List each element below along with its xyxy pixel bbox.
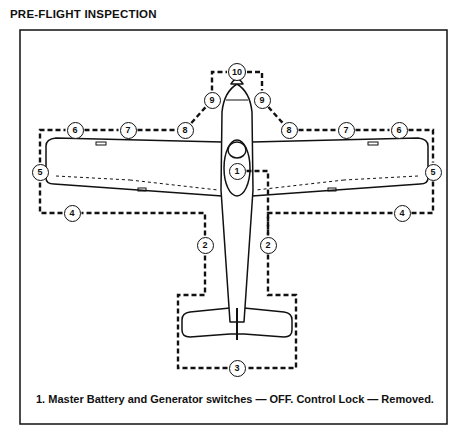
- callout-circle: 9: [254, 92, 271, 109]
- left-flap-line: [130, 180, 218, 190]
- callout-circle: 2: [197, 237, 214, 254]
- inspection-path: [212, 72, 227, 91]
- inspection-path: [409, 130, 434, 163]
- callout-circle: 10: [228, 63, 246, 81]
- left-flap-fitting: [138, 188, 146, 191]
- callout-circle: 8: [281, 122, 298, 139]
- inspection-path: [247, 72, 262, 91]
- callout-number: 2: [202, 241, 207, 250]
- callout-number: 7: [125, 126, 130, 135]
- callout-circle: 6: [67, 122, 84, 139]
- right-wing: [252, 138, 428, 196]
- left-wing: [46, 138, 222, 196]
- callout-number: 4: [69, 209, 74, 218]
- callout-circle: 9: [204, 92, 221, 109]
- frame-border: [20, 30, 447, 424]
- inspection-path: [85, 129, 119, 131]
- windshield: [228, 142, 246, 158]
- callout-number: 5: [430, 168, 435, 177]
- inspection-path: [268, 107, 282, 123]
- right-aileron-line: [344, 176, 418, 180]
- inspection-path: [82, 213, 206, 236]
- callout-number: 7: [343, 126, 348, 135]
- callout-number: 8: [182, 126, 187, 135]
- left-aileron-line: [56, 176, 130, 180]
- callout-number: 6: [396, 126, 401, 135]
- inspection-path: [191, 107, 205, 123]
- inspection-path: [247, 255, 297, 369]
- left-wing-fitting: [96, 142, 106, 145]
- right-wing-fitting: [368, 142, 378, 145]
- inspection-path: [268, 213, 393, 236]
- right-flap-fitting: [328, 188, 336, 191]
- canopy: [224, 140, 250, 196]
- callout-number: 4: [399, 209, 404, 218]
- fuselage: [221, 84, 253, 322]
- callout-circle: 7: [338, 122, 355, 139]
- callout-number: 2: [265, 241, 270, 250]
- callout-circle: 2: [260, 237, 277, 254]
- callout-number: 6: [72, 126, 77, 135]
- callout-circle: 5: [425, 164, 442, 181]
- callout-circle: 1: [229, 163, 246, 180]
- inspection-path: [299, 129, 337, 131]
- callout-circle: 8: [177, 122, 194, 139]
- diagram-caption: 1. Master Battery and Generator switches…: [36, 392, 440, 406]
- inspection-path: [412, 182, 434, 214]
- diagram-title: PRE-FLIGHT INSPECTION: [10, 8, 157, 20]
- inspection-path: [247, 171, 269, 236]
- callout-number: 8: [286, 126, 291, 135]
- callout-number: 9: [209, 96, 214, 105]
- callout-number: 5: [37, 168, 42, 177]
- callout-circle: 4: [64, 205, 81, 222]
- callout-number: 1: [234, 167, 239, 176]
- callout-number: 10: [232, 68, 242, 77]
- callout-number: 3: [234, 364, 239, 373]
- callout-number: 9: [259, 96, 264, 105]
- inspection-path: [178, 255, 228, 369]
- inspection-path: [138, 129, 176, 131]
- cowling-line: [226, 100, 248, 101]
- inspection-path: [40, 130, 66, 163]
- callout-circle: 4: [394, 205, 411, 222]
- inspection-path: [40, 182, 63, 214]
- callout-circle: 5: [32, 164, 49, 181]
- inspection-path: [356, 129, 390, 131]
- callout-circle: 6: [391, 122, 408, 139]
- callout-circle: 3: [229, 360, 246, 377]
- callout-circle: 7: [120, 122, 137, 139]
- vertical-fin: [236, 308, 238, 340]
